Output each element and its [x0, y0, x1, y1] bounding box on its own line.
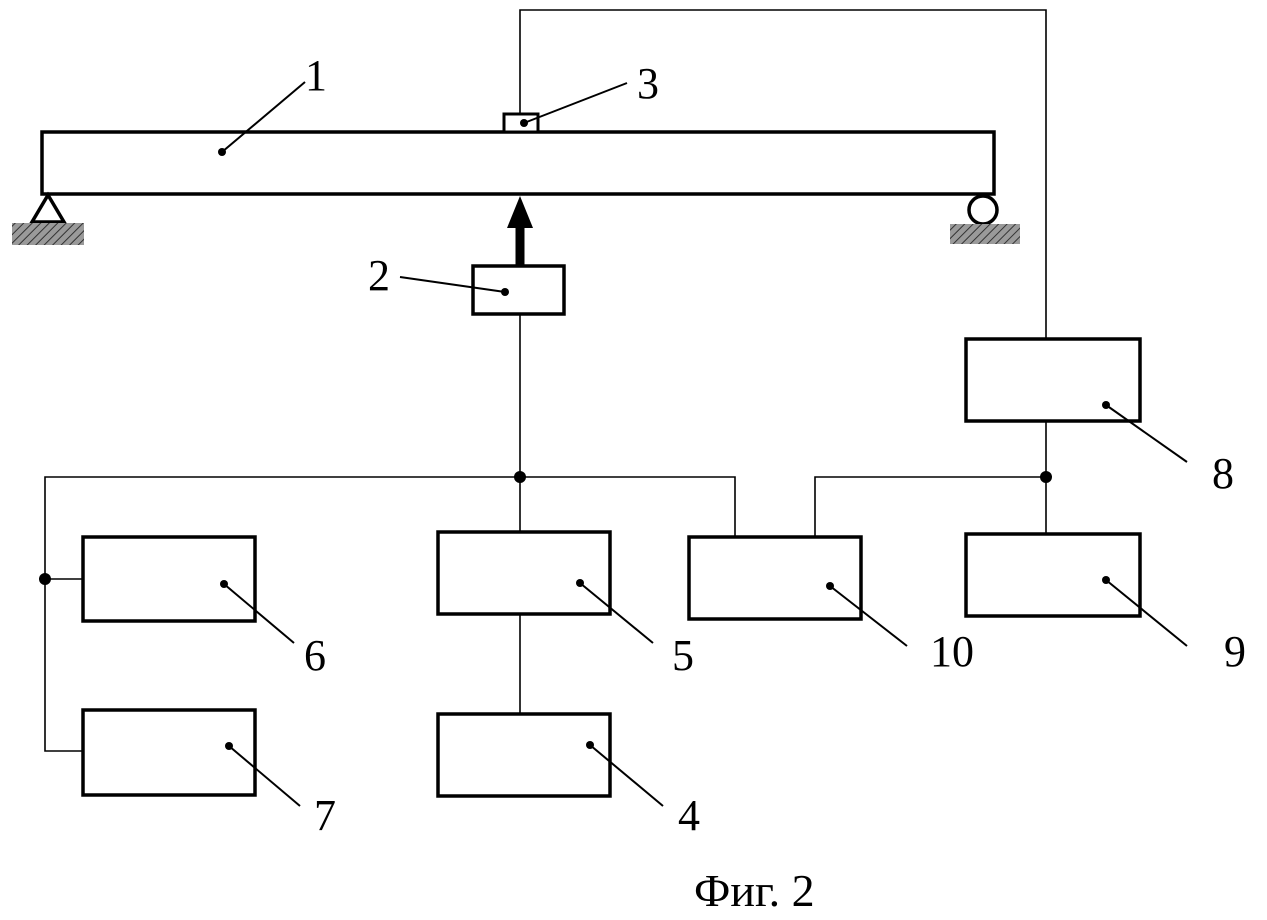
- label-4: 4: [678, 791, 700, 840]
- label-8: 8: [1212, 449, 1234, 498]
- force-arrow-icon: [507, 196, 533, 228]
- block-5: [438, 532, 610, 614]
- block-10: [689, 537, 861, 619]
- label-10: 10: [930, 627, 974, 676]
- ground-left: [12, 223, 84, 245]
- roller-support-icon: [969, 196, 997, 224]
- block-8: [966, 339, 1140, 421]
- junction-node-left: [39, 573, 51, 585]
- figure-caption: Фиг. 2: [694, 865, 815, 916]
- ground-right: [950, 224, 1020, 244]
- wire-node-to-block10: [520, 477, 735, 537]
- pin-support-icon: [32, 195, 64, 222]
- junction-node-center: [514, 471, 526, 483]
- beam: [42, 132, 994, 194]
- label-2: 2: [368, 251, 390, 300]
- wire-block10-to-node8: [815, 477, 1046, 537]
- beam-assembly: [12, 114, 1020, 266]
- block-4: [438, 714, 610, 796]
- block-9: [966, 534, 1140, 616]
- block-6: [83, 537, 255, 621]
- junction-node-right: [1040, 471, 1052, 483]
- label-6: 6: [304, 631, 326, 680]
- label-9: 9: [1224, 627, 1246, 676]
- label-3: 3: [637, 59, 659, 108]
- label-1: 1: [305, 51, 327, 100]
- label-5: 5: [672, 631, 694, 680]
- block-7: [83, 710, 255, 795]
- label-7: 7: [314, 791, 336, 840]
